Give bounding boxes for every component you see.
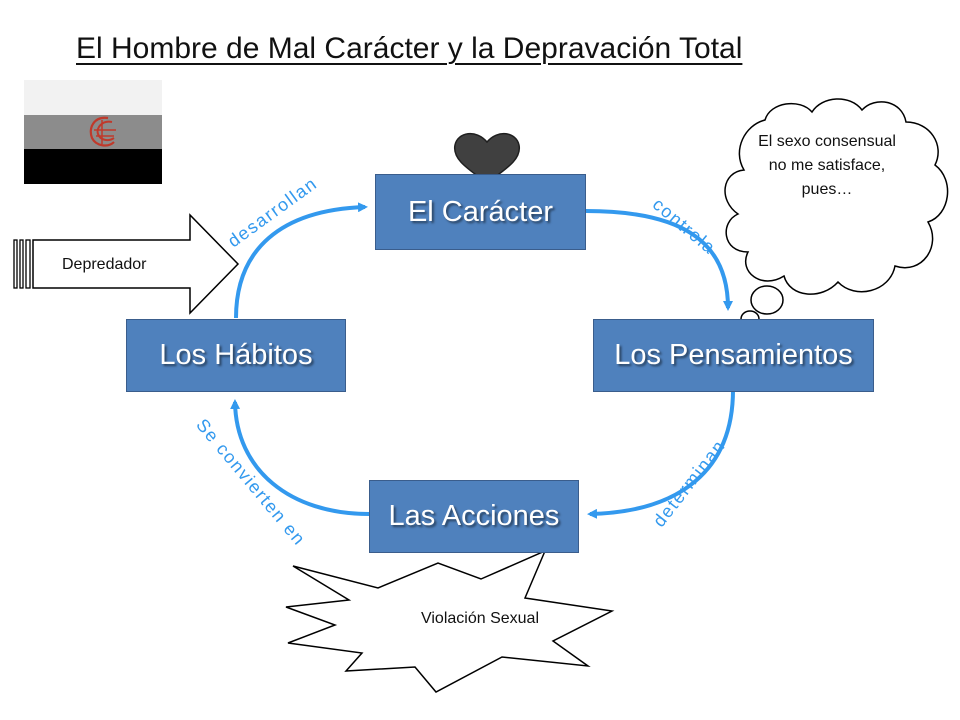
arc-desarrollan <box>234 202 368 319</box>
node-el-caracter-label: El Carácter <box>407 195 554 228</box>
flag-emblem-icon <box>89 116 116 147</box>
node-los-pensamientos: Los Pensamientos <box>593 319 874 392</box>
violacion-label: Violación Sexual <box>420 610 539 627</box>
node-los-habitos-label: Los Hábitos <box>159 339 313 371</box>
depredador-arrow <box>13 213 240 315</box>
node-las-acciones-label: Las Acciones <box>388 500 560 532</box>
page-title: El Hombre de Mal Carácter y la Depravaci… <box>76 32 743 65</box>
violacion-burst <box>285 549 615 693</box>
flag-band-top <box>24 80 162 115</box>
heart-icon <box>454 133 520 184</box>
arc-controla <box>585 209 733 311</box>
arc-determinan <box>587 389 735 519</box>
node-los-pensamientos-label: Los Pensamientos <box>614 339 853 371</box>
node-el-caracter: El Carácter <box>375 174 586 250</box>
thought-bubble-text: El sexo consensual no me satisface, pues… <box>758 133 896 198</box>
arc-se-convierten <box>230 399 370 516</box>
node-los-habitos: Los Hábitos <box>126 319 346 392</box>
flag-image <box>24 80 162 184</box>
flag-band-middle <box>24 115 162 149</box>
flag-band-bottom <box>24 149 162 184</box>
node-las-acciones: Las Acciones <box>369 480 579 553</box>
depredador-label: Depredador <box>62 256 147 273</box>
